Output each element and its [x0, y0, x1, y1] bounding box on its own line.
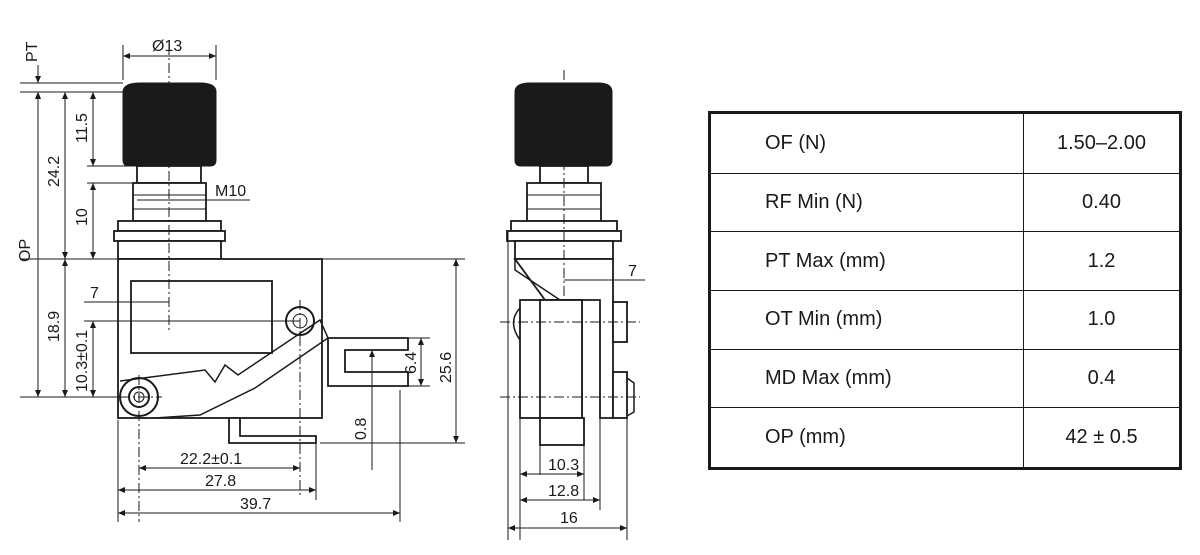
spec-param: OT Min (mm): [709, 289, 1024, 350]
spec-param: RF Min (N): [709, 172, 1024, 233]
spec-value: 1.50–2.00: [1023, 112, 1181, 174]
terminal-bottom: [228, 417, 317, 444]
dim-cap-height: 11.5: [74, 113, 91, 143]
spec-value: 42 ± 0.5: [1023, 407, 1181, 469]
side-dim-width-mid: 12.8: [548, 483, 579, 500]
table-row: OP (mm) 42 ± 0.5: [709, 407, 1181, 469]
spec-table: OF (N) 1.50–2.00 RF Min (N) 0.40 PT Max …: [708, 111, 1182, 470]
dim-terminal-thickness: 0.8: [353, 418, 370, 440]
spec-value: 0.40: [1023, 172, 1181, 233]
dim-pivot-height: 10.3±0.1: [74, 330, 91, 392]
spec-param: PT Max (mm): [709, 231, 1024, 291]
dim-op: OP: [17, 239, 34, 262]
dim-diameter: Ø13: [152, 38, 182, 55]
side-view: 7 10.3 12.8 16: [500, 70, 645, 540]
terminal-right: [327, 337, 409, 387]
side-dim-width-inner: 10.3: [548, 457, 579, 474]
lever-arm: [119, 318, 329, 419]
front-view: PT Ø13 11.5 24.2 10 M10 OP: [17, 38, 465, 522]
dim-overall-length: 39.7: [240, 496, 271, 513]
dim-pt: PT: [24, 41, 41, 62]
side-dim-lever-offset: 7: [628, 263, 637, 280]
table-row: RF Min (N) 0.40: [709, 172, 1181, 233]
dim-total-height: 24.2: [46, 156, 63, 187]
dim-terminal-width: 6.4: [403, 352, 420, 374]
spec-value: 1.2: [1023, 231, 1181, 291]
dim-body-height: 18.9: [46, 311, 63, 342]
spec-param: MD Max (mm): [709, 348, 1024, 409]
spec-value: 1.0: [1023, 289, 1181, 350]
dim-lever-offset: 7: [90, 285, 99, 302]
body-window: [130, 280, 273, 354]
dim-body-length-total: 25.6: [438, 352, 455, 383]
table-row: OF (N) 1.50–2.00: [709, 112, 1181, 174]
table-row: OT Min (mm) 1.0: [709, 289, 1181, 350]
spec-value: 0.4: [1023, 348, 1181, 409]
side-dim-width-overall: 16: [560, 510, 578, 527]
side-terminal-mid: [612, 371, 628, 419]
dim-thread-length: 10: [74, 208, 91, 226]
dim-thread: M10: [215, 183, 246, 200]
spec-param: OP (mm): [709, 407, 1024, 469]
spec-param: OF (N): [709, 112, 1024, 174]
table-row: MD Max (mm) 0.4: [709, 348, 1181, 409]
table-row: PT Max (mm) 1.2: [709, 231, 1181, 291]
dim-terminal-distance: 27.8: [205, 473, 236, 490]
side-terminal-bottom: [539, 417, 585, 446]
dim-pivot-distance: 22.2±0.1: [180, 451, 242, 468]
